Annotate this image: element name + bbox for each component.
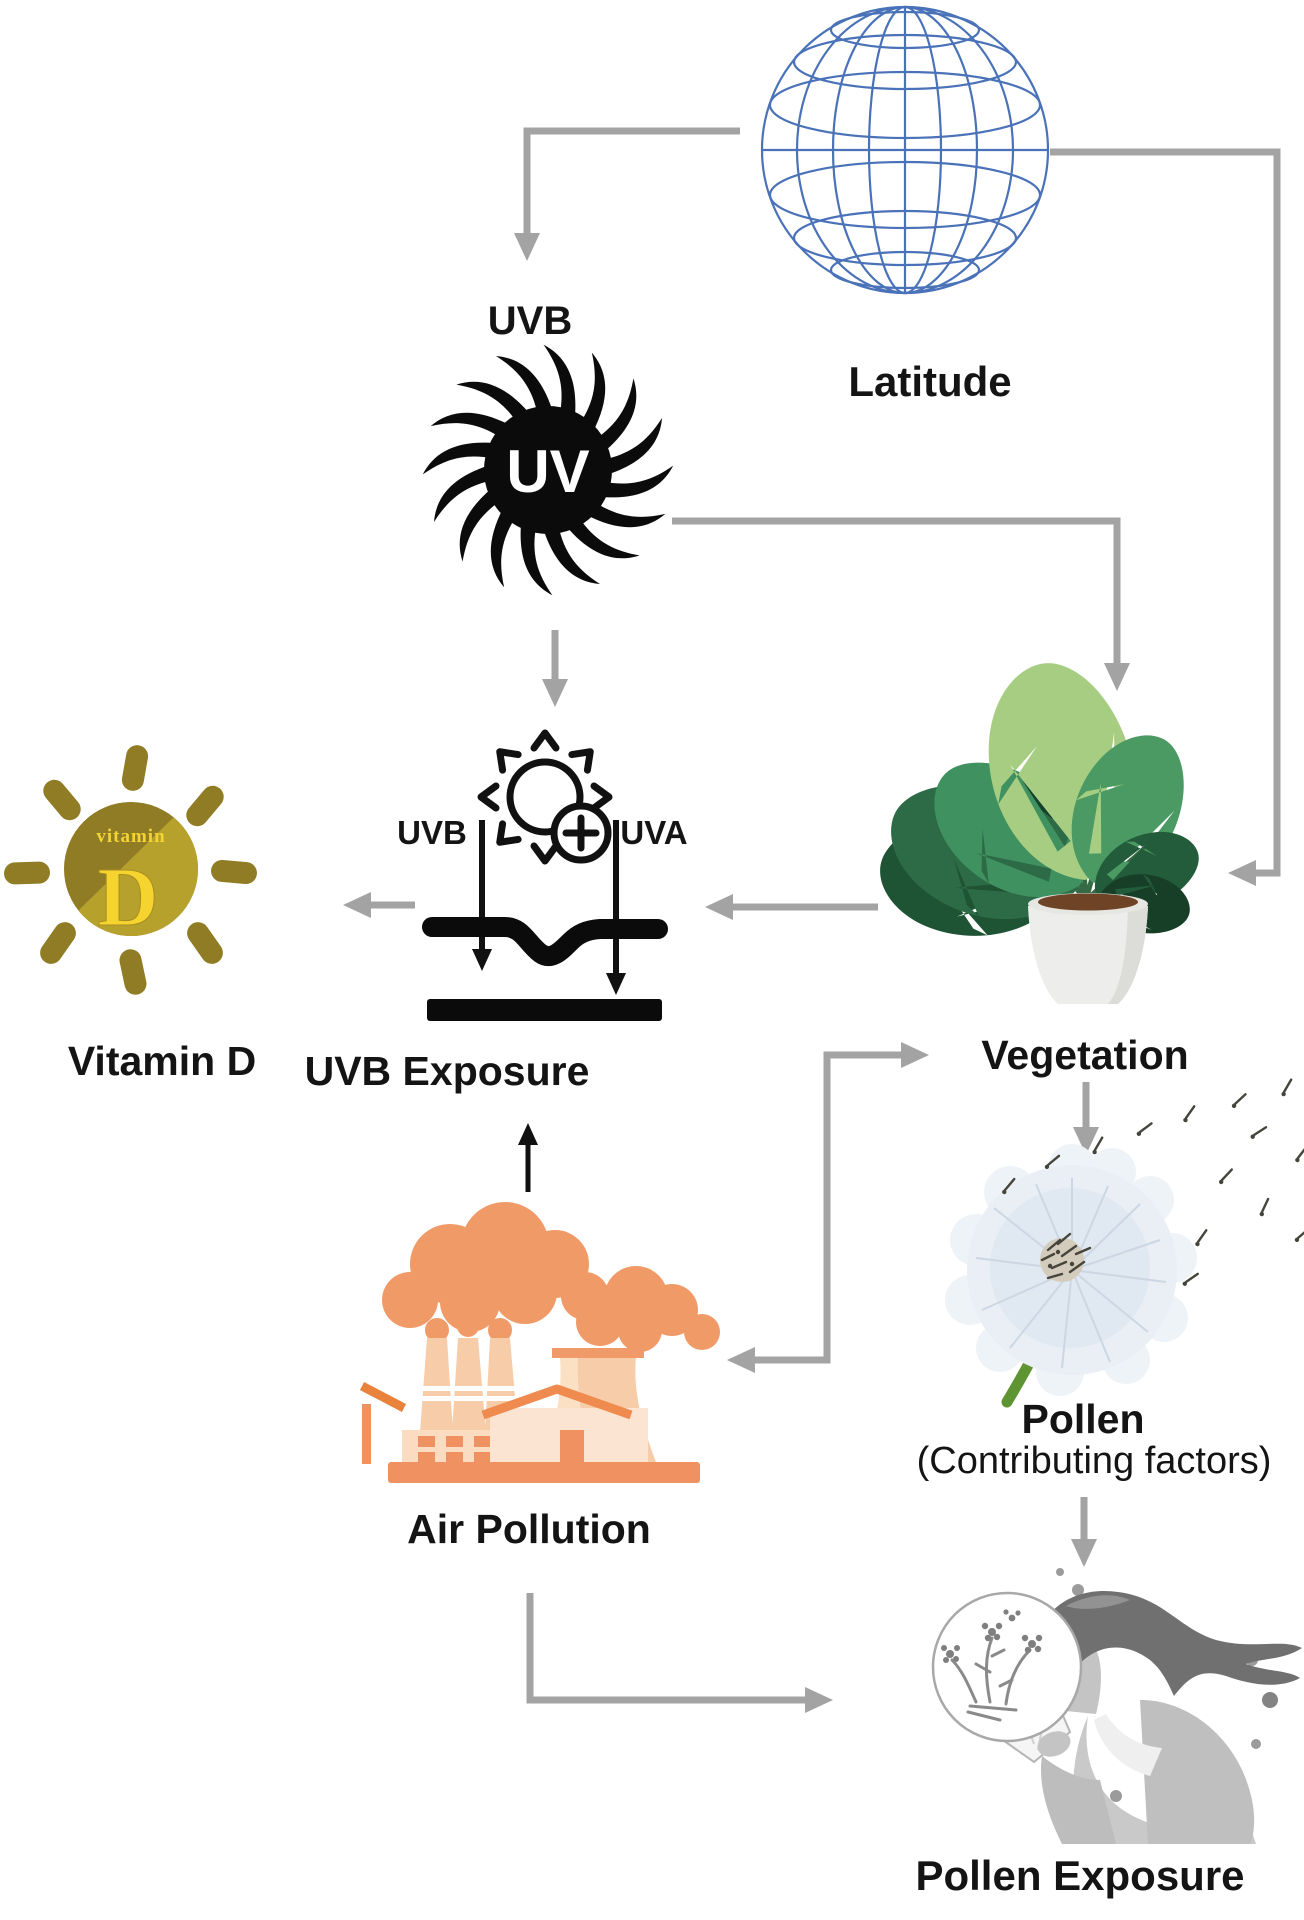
- vegetation-label: Vegetation: [981, 1032, 1189, 1078]
- dandelion-seed-head: [1040, 1232, 1092, 1280]
- arrow-latitude-to-uvb: [514, 127, 740, 261]
- person-collar: [1094, 1714, 1162, 1776]
- arrow-air-pollution-to-pollen-exposure: [526, 1593, 833, 1713]
- pollen-exposure-person-icon: [931, 1568, 1302, 1844]
- skin-deep-bar: [427, 999, 662, 1021]
- person-body: [1073, 1716, 1256, 1844]
- arrow-uvb-to-vegetation: [672, 517, 1130, 691]
- pollen-sublabel: (Contributing factors): [916, 1440, 1272, 1482]
- pollen-dandelion-icon: [945, 1078, 1304, 1408]
- plant-pot: [1028, 906, 1148, 1004]
- vitamin-d-icon: vitamin D: [3, 743, 258, 997]
- globe-icon: [760, 5, 1050, 295]
- latitude-label: Latitude: [848, 358, 1012, 405]
- person-hair: [1035, 1590, 1302, 1706]
- magnifier-circle: [931, 1591, 1083, 1743]
- uvb-ray-label: UVB: [397, 814, 467, 851]
- vitamin-badge-word: vitamin: [96, 826, 165, 847]
- uvb-exposure-label: UVB Exposure: [304, 1048, 590, 1094]
- vitamin-d-label: Vitamin D: [67, 1038, 257, 1084]
- air-pollution-factory-icon: [359, 1202, 720, 1483]
- air-pollution-label: Air Pollution: [407, 1506, 651, 1552]
- connector-arrows: [343, 127, 1281, 1713]
- uv-sun-icon: UV: [422, 344, 674, 596]
- vitamin-badge-letter: D: [98, 851, 159, 944]
- arrow-latitude-to-vegetation: [1050, 148, 1281, 886]
- uva-ray-label: UVA: [620, 814, 688, 851]
- magnifier-flowers: [950, 1636, 1032, 1722]
- skin-surface-bar: [422, 917, 668, 967]
- uvb-label: UVB: [487, 299, 573, 343]
- uv-sun-text: UV: [506, 438, 589, 505]
- uvb-exposure-icon: [422, 733, 668, 1021]
- pollen-label: Pollen: [1021, 1396, 1145, 1442]
- pollen-exposure-label: Pollen Exposure: [915, 1852, 1245, 1899]
- arrow-air-pollution-vegetation: [727, 1042, 929, 1373]
- vegetation-plant-icon: [869, 653, 1212, 1004]
